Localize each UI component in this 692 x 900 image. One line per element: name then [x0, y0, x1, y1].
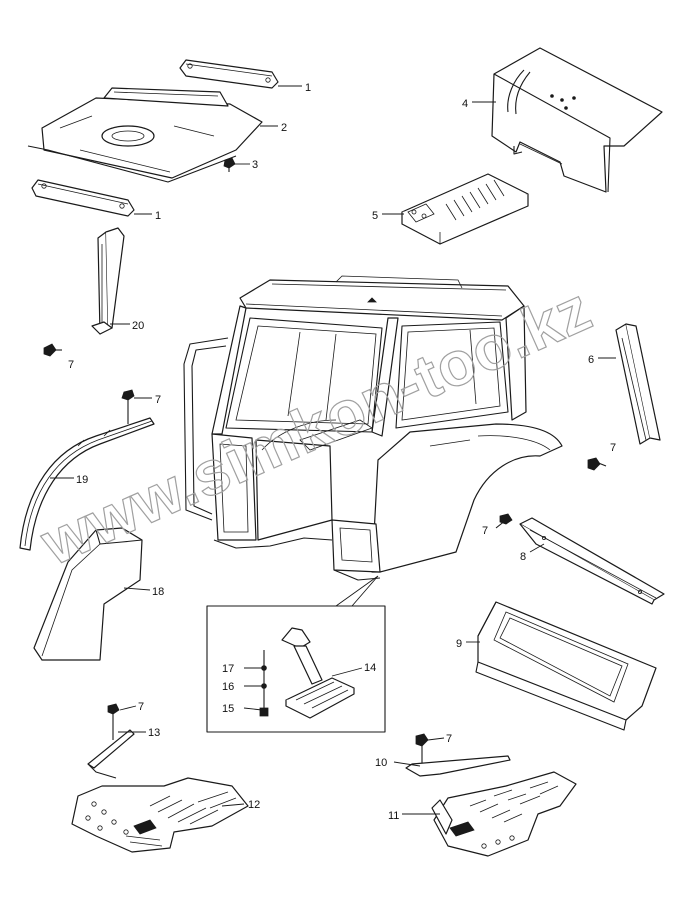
callout-1-lower: 1 [155, 210, 161, 222]
part-7-bolt-sill [495, 513, 513, 529]
part-2-roof-cover [27, 87, 263, 183]
callout-18: 18 [152, 586, 164, 598]
callout-14: 14 [364, 662, 376, 674]
part-1-lower-strip [31, 179, 135, 217]
part-7-bolt-right [587, 457, 607, 471]
part-7-bolt-13 [107, 703, 120, 740]
callout-10: 10 [375, 757, 387, 769]
callout-11: 11 [388, 810, 399, 822]
part-9-framed-panel [475, 601, 657, 731]
callout-7-right: 7 [610, 442, 616, 454]
callout-7-10: 7 [446, 733, 452, 745]
part-8-sill-strip [519, 517, 665, 605]
part-7-bolt-left [43, 343, 62, 357]
part-20-bracket [91, 227, 125, 335]
callout-3: 3 [252, 159, 258, 171]
callout-15: 15 [222, 703, 234, 715]
callout-17: 17 [222, 663, 234, 675]
part-13-strip [87, 729, 135, 779]
part-18-fender [33, 527, 143, 661]
callout-5: 5 [372, 210, 378, 222]
callout-13: 13 [148, 727, 160, 739]
callout-7-13: 7 [138, 701, 144, 713]
callout-7-left: 7 [68, 359, 74, 371]
part-6-right-bracket [615, 323, 661, 445]
callouts: 1 2 3 1 4 5 20 7 7 19 18 6 7 7 8 9 17 16… [68, 82, 616, 822]
detail-box [206, 605, 386, 733]
leader-lines [50, 85, 616, 815]
callout-2: 2 [281, 122, 287, 134]
part-7-bolt-rail [121, 389, 135, 424]
part-3-bolt [223, 157, 236, 172]
cab-assembly [183, 275, 563, 581]
part-12-floor-mat [71, 777, 249, 853]
part-11-floor-mat [431, 771, 577, 857]
part-10-floor-strip [405, 755, 511, 777]
part-4-hood-panel [491, 47, 663, 193]
callout-7-rail: 7 [155, 394, 161, 406]
callout-20: 20 [132, 320, 144, 332]
part-5-grate [401, 173, 529, 245]
part-1-upper-strip [179, 59, 279, 89]
callout-7-sill: 7 [482, 525, 488, 537]
callout-1-upper: 1 [305, 82, 311, 94]
callout-12: 12 [248, 799, 260, 811]
callout-4: 4 [462, 98, 468, 110]
part-14-step [281, 627, 355, 719]
detail-pointer [335, 575, 379, 607]
part-19-curved-rail [19, 417, 155, 551]
callout-19: 19 [76, 474, 88, 486]
callout-16: 16 [222, 681, 234, 693]
callout-6: 6 [588, 354, 594, 366]
part-15-17-fasteners [259, 650, 269, 717]
callout-8: 8 [520, 551, 526, 563]
callout-9: 9 [456, 638, 462, 650]
